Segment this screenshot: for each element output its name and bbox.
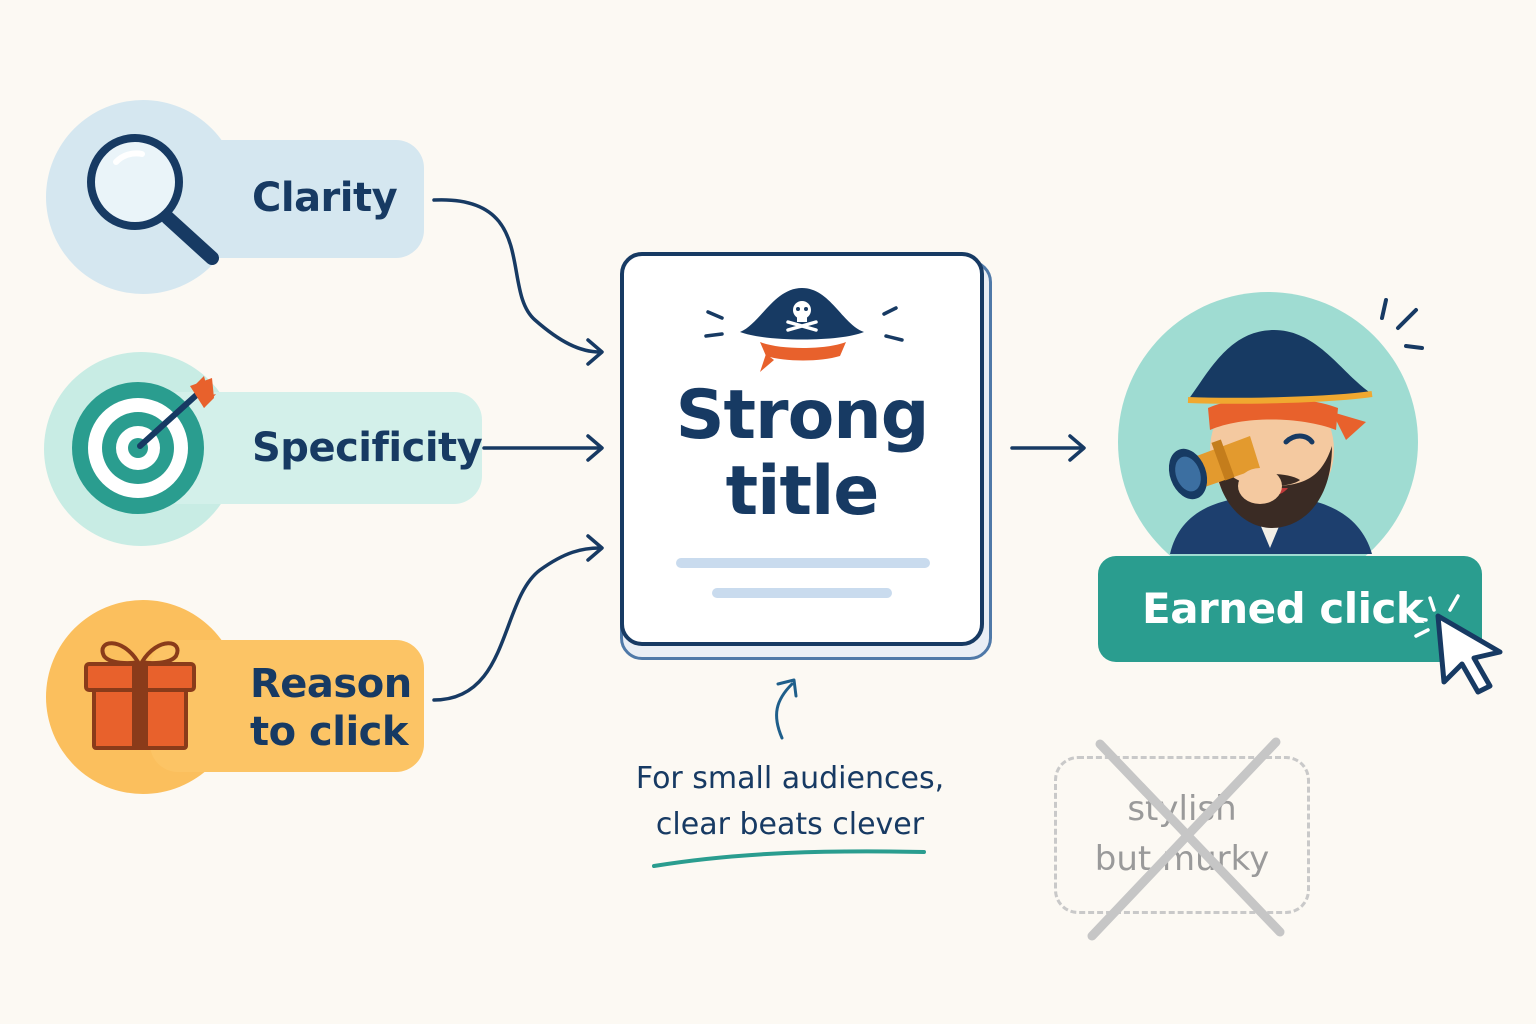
arrow-note-head — [776, 678, 798, 698]
cursor-icon — [1412, 594, 1503, 695]
card-line-1 — [676, 558, 930, 568]
arrow-reason-head — [586, 534, 604, 562]
arrow-clarity-head — [586, 338, 604, 366]
arrow-clarity-to-title — [432, 198, 602, 354]
reason-label: Reason to click — [250, 661, 412, 755]
card-title: Strong title — [675, 376, 930, 531]
pirate-with-spyglass-icon — [1118, 292, 1424, 570]
arrow-title-head — [1068, 434, 1086, 462]
card-line-2 — [712, 588, 892, 598]
gift-icon — [84, 641, 196, 750]
earned-click-button[interactable] — [1098, 556, 1482, 662]
note-underline — [652, 849, 926, 868]
target-icon — [72, 376, 216, 514]
clarity-label: Clarity — [252, 175, 398, 221]
cross-icon — [1087, 737, 1285, 941]
specificity-label: Specificity — [252, 425, 483, 471]
earned-click-label: Earned click — [1142, 584, 1424, 633]
arrow-specificity-head — [586, 434, 604, 462]
murky-title-box — [1054, 756, 1310, 914]
arrow-note-to-title — [775, 682, 794, 740]
pirate-hat-icon — [704, 288, 904, 372]
reason-pill — [150, 640, 424, 772]
arrow-reason-to-title — [432, 546, 602, 702]
note-text: For small audiences, clear beats clever — [635, 761, 945, 842]
magnifier-icon — [87, 134, 219, 265]
specificity-pill — [150, 392, 482, 504]
